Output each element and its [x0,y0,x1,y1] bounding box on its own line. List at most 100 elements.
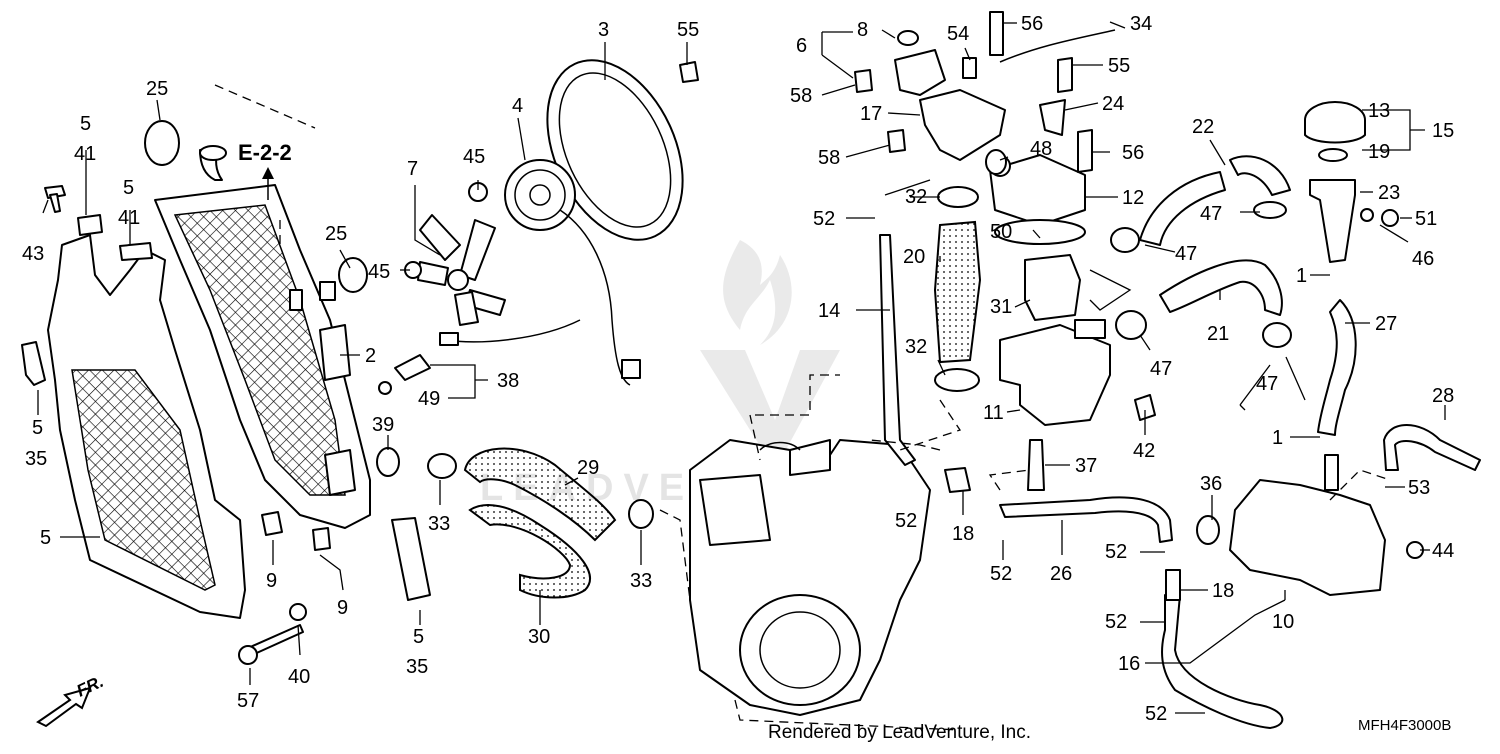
fan-assembly [417,59,684,386]
callout-58: 58 [818,147,840,169]
radiator-assembly [154,145,371,529]
overflow-hoses [944,394,1284,729]
fan-switch [378,354,431,395]
reservoir-tank [1229,424,1481,596]
callout-32: 32 [905,336,927,358]
callout-33: 33 [630,570,652,592]
bypass-hose [879,234,916,466]
callout-30: 30 [528,626,550,648]
callout-52: 52 [990,563,1012,585]
callout-48: 48 [1030,138,1052,160]
callout-34: 34 [1130,13,1152,35]
reservoir-cap [1304,101,1399,263]
callout-37: 37 [1075,455,1097,477]
callout-33: 33 [428,513,450,535]
callout-1: 1 [1296,265,1307,287]
callout-10: 10 [1272,611,1294,633]
leader-lines [37,21,1446,714]
callout-4: 4 [512,95,523,117]
callout-45: 45 [463,146,485,168]
callout-1: 1 [1272,427,1283,449]
callout-7: 7 [407,158,418,180]
callout-50: 50 [990,221,1012,243]
callout-14: 14 [818,300,840,322]
thermostat-hoses [933,186,982,392]
callout-3: 3 [598,19,609,41]
callout-43: 43 [22,243,44,265]
callout-36: 36 [1200,473,1222,495]
callout-27: 27 [1375,313,1397,335]
front-arrow: FR. [36,672,107,728]
callout-52: 52 [895,510,917,532]
callout-5: 5 [123,177,134,199]
callout-56: 56 [1122,142,1144,164]
dashed-lines [214,84,1391,731]
upper-hoses [1110,155,1357,436]
radiator-shroud [21,214,246,619]
reference-label: E-2-2 [238,140,292,165]
callout-58: 58 [790,85,812,107]
callout-25: 25 [325,223,347,245]
callout-29: 29 [577,457,599,479]
callout-31: 31 [990,296,1012,318]
callout-52: 52 [1105,541,1127,563]
callout-9: 9 [337,597,348,619]
callout-45: 45 [368,261,390,283]
callout-5: 5 [413,626,424,648]
callout-38: 38 [497,370,519,392]
callout-13: 13 [1368,100,1390,122]
callout-18: 18 [1212,580,1234,602]
callout-6: 6 [796,35,807,57]
callout-25: 25 [146,78,168,100]
render-credit: Rendered by LeadVenture, Inc. [768,722,1031,743]
callout-28: 28 [1432,385,1454,407]
callout-47: 47 [1150,358,1172,380]
callout-18: 18 [952,523,974,545]
thermostat-housing [894,30,1111,426]
callout-49: 49 [418,388,440,410]
callout-21: 21 [1207,323,1229,345]
callout-11: 11 [983,402,1004,424]
callout-22: 22 [1192,116,1214,138]
callout-8: 8 [857,19,868,41]
bolts [404,11,1116,279]
callout-56: 56 [1021,13,1043,35]
callout-17: 17 [860,103,882,125]
callout-2: 2 [365,345,376,367]
callout-41: 41 [118,207,140,229]
callout-5: 5 [40,527,51,549]
callout-39: 39 [372,414,394,436]
callout-55: 55 [677,19,699,41]
callout-53: 53 [1408,477,1430,499]
callout-47: 47 [1200,203,1222,225]
callout-42: 42 [1133,440,1155,462]
callout-19: 19 [1368,141,1390,163]
callout-55: 55 [1108,55,1130,77]
callout-35: 35 [25,448,47,470]
lower-hoses [427,447,654,599]
callout-12: 12 [1122,187,1144,209]
callout-47: 47 [1256,373,1278,395]
callout-54: 54 [947,23,969,45]
callout-52: 52 [813,208,835,230]
callout-51: 51 [1415,208,1437,230]
callout-44: 44 [1432,540,1454,562]
callout-26: 26 [1050,563,1072,585]
callout-20: 20 [903,246,925,268]
callout-35: 35 [406,656,428,678]
diagram-code: MFH4F3000B [1358,717,1451,734]
cushion-parts [44,120,431,665]
callout-16: 16 [1118,653,1140,675]
callout-47: 47 [1175,243,1197,265]
callout-32: 32 [905,186,927,208]
callout-46: 46 [1412,248,1434,270]
callout-41: 41 [74,143,96,165]
callout-5: 5 [32,417,43,439]
callout-23: 23 [1378,182,1400,204]
callout-52: 52 [1105,611,1127,633]
callout-labels: 3 55 4 25 5 41 5 41 43 25 45 7 45 2 38 4… [22,13,1454,725]
callout-52: 52 [1145,703,1167,725]
engine-block [689,439,931,716]
